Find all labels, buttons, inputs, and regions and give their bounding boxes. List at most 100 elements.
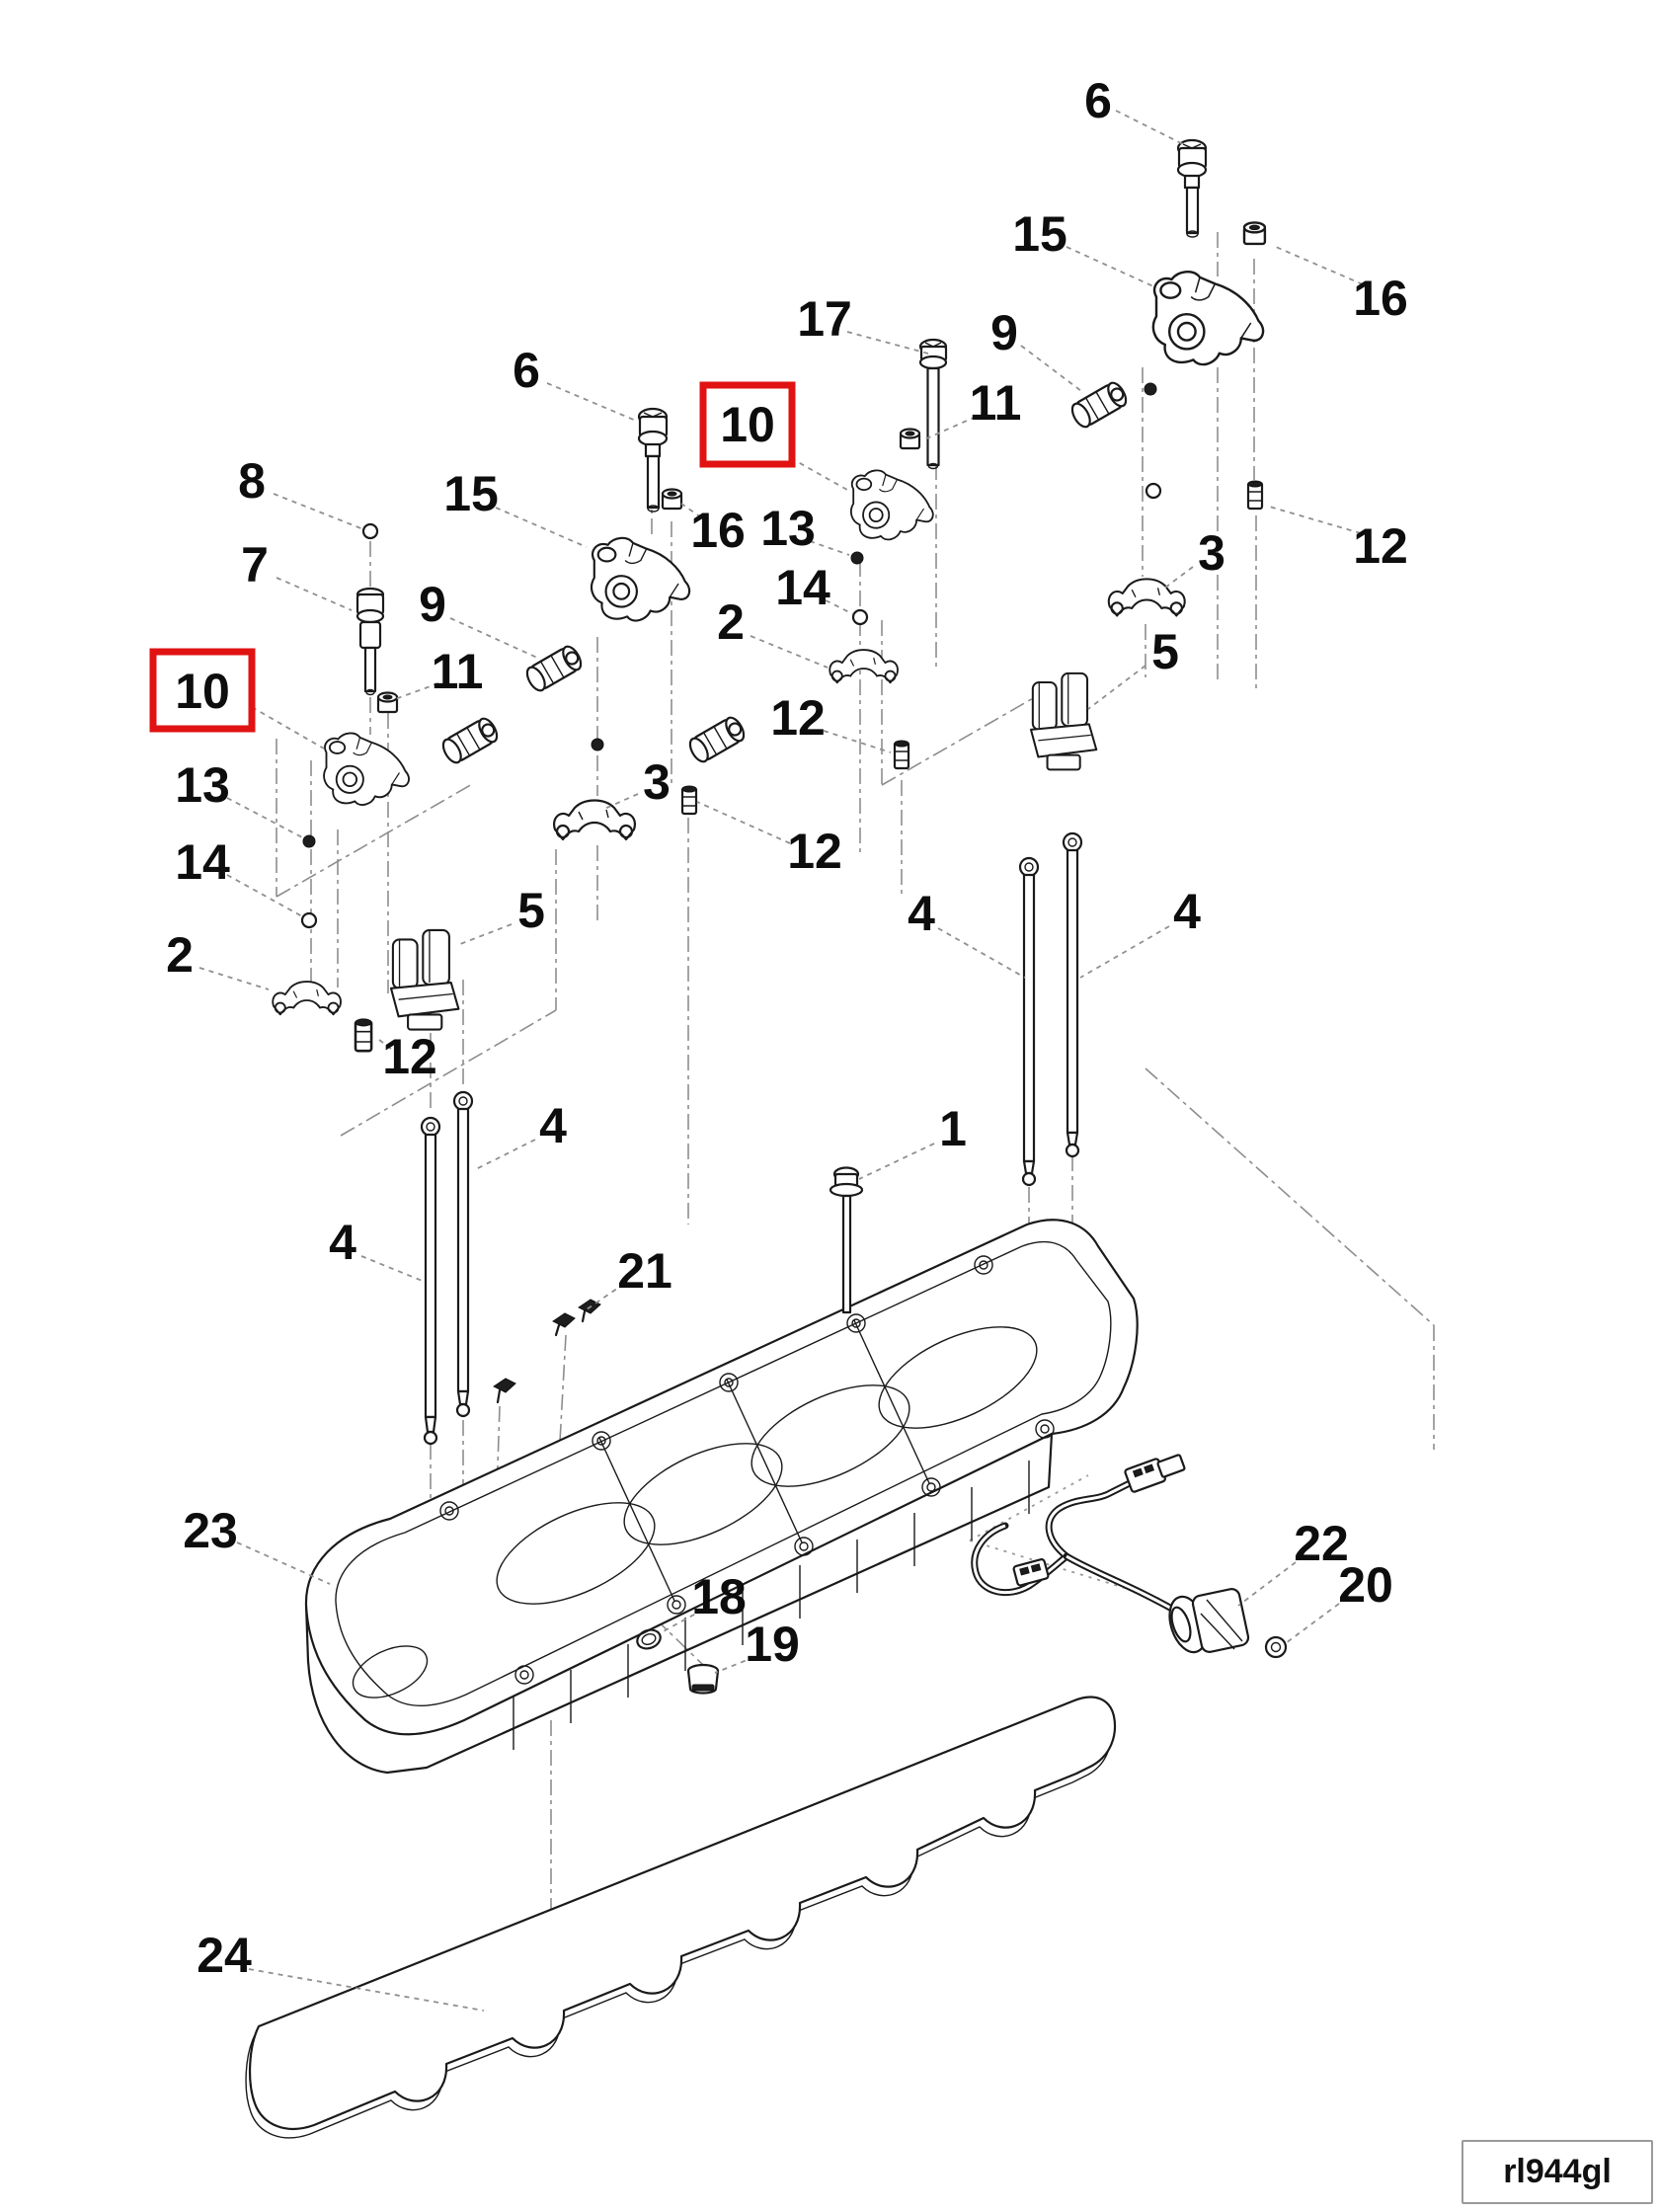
leader-line: [846, 331, 929, 355]
callout-12: 12: [1265, 505, 1408, 574]
leader-line: [1079, 925, 1170, 979]
callout-12: 12: [374, 1029, 437, 1084]
callout-number: 13: [760, 501, 816, 556]
leader-line: [251, 706, 325, 750]
drawing-code-box: rl944gl: [1462, 2140, 1653, 2204]
callout-5: 5: [459, 883, 545, 945]
callout-20: 20: [1285, 1557, 1393, 1644]
callout-9: 9: [419, 577, 538, 659]
pedestal-bolt-right: [1176, 138, 1208, 238]
callout-number: 3: [1198, 525, 1225, 581]
callout-number: 11: [970, 375, 1022, 431]
callout-number: 13: [175, 757, 230, 813]
leader-line: [858, 1143, 935, 1180]
highlight-box: [149, 648, 256, 733]
leader-line: [459, 923, 513, 945]
callout-number: 22: [1294, 1516, 1349, 1571]
callout-4: 4: [329, 1215, 426, 1283]
callout-15: 15: [1012, 206, 1154, 287]
leader-line: [248, 1968, 485, 2012]
callout-number: 14: [775, 560, 830, 615]
wiring-harness: [971, 1454, 1288, 1659]
callout-16: 16: [1275, 246, 1408, 326]
rocker-housing: [304, 1219, 1139, 1775]
cam-sensor: [1168, 1588, 1250, 1654]
callout-number: 11: [432, 644, 484, 699]
callout-3: 3: [601, 754, 671, 811]
callout-8: 8: [238, 453, 364, 530]
callout-13: 13: [760, 501, 850, 556]
callout-12: 12: [696, 801, 842, 879]
callout-number: 23: [183, 1503, 238, 1558]
leader-line: [714, 1656, 755, 1674]
callout-14: 14: [775, 560, 854, 615]
callout-22: 22: [1237, 1516, 1349, 1607]
pushrods: [420, 831, 1083, 1446]
callout-12: 12: [770, 690, 892, 753]
callout-number: 2: [717, 594, 745, 650]
leader-line: [1237, 1555, 1304, 1607]
callout-2: 2: [717, 594, 829, 669]
callout-number: 12: [787, 824, 842, 879]
leader-line: [273, 493, 364, 530]
leader-line: [394, 682, 439, 700]
drawing-code: rl944gl: [1503, 2153, 1612, 2190]
callout-number: 14: [175, 834, 230, 890]
callout-2: 2: [166, 927, 270, 990]
callout-number: 16: [1353, 271, 1408, 326]
callout-number: 5: [1151, 624, 1179, 679]
leader-line: [226, 797, 303, 838]
leader-line: [1160, 566, 1194, 592]
leader-line: [659, 1609, 704, 1634]
plug: [686, 1663, 720, 1695]
leader-line: [823, 730, 892, 753]
callout-24: 24: [197, 1928, 485, 2012]
leader-line: [750, 635, 829, 669]
callout-13: 13: [175, 757, 303, 838]
callout-number: 4: [1173, 884, 1201, 939]
callout-number: 9: [419, 577, 446, 632]
callout-number: 8: [238, 453, 266, 509]
callout-23: 23: [183, 1503, 331, 1585]
callout-18: 18: [659, 1569, 747, 1634]
cover-bolt-1: [829, 1166, 864, 1314]
bolt-bosses: [439, 1255, 1055, 1685]
leader-line: [276, 577, 353, 611]
callout-17: 17: [797, 291, 929, 355]
callout-number: 6: [513, 343, 540, 398]
callout-number: 15: [443, 466, 499, 521]
callout-number: 12: [770, 690, 826, 746]
callout-number: 12: [1353, 518, 1408, 574]
callout-11: 11: [921, 375, 1022, 441]
callout-number: 16: [690, 503, 746, 558]
callout-number: 20: [1338, 1557, 1393, 1613]
o-ring: [636, 1628, 662, 1650]
callout-number: 3: [643, 754, 671, 810]
leader-line: [1275, 246, 1364, 285]
callout-10-highlighted: 10: [699, 381, 848, 491]
leader-line: [374, 1036, 392, 1050]
callout-10-highlighted: 10: [149, 648, 325, 750]
callout-number: 21: [617, 1243, 672, 1299]
long-bolt-17: [918, 338, 948, 470]
harness-nut: [1264, 1635, 1288, 1659]
callout-19: 19: [714, 1617, 800, 1674]
highlight-box: [699, 381, 796, 468]
leader-line: [1285, 1597, 1348, 1644]
callout-9: 9: [990, 305, 1082, 392]
callout-16: 16: [680, 503, 746, 558]
callout-4: 4: [475, 1098, 567, 1170]
leader-line: [475, 1139, 536, 1170]
leader-line: [1115, 110, 1184, 145]
callout-number: 5: [517, 883, 545, 938]
leader-line: [1020, 345, 1082, 392]
callout-4: 4: [1079, 884, 1201, 979]
callout-number: 10: [720, 397, 775, 452]
leader-line: [1066, 246, 1154, 287]
leader-line: [449, 617, 538, 659]
callout-7: 7: [241, 537, 353, 611]
callout-number: 24: [197, 1928, 252, 1983]
harness-connector: [1124, 1454, 1186, 1493]
